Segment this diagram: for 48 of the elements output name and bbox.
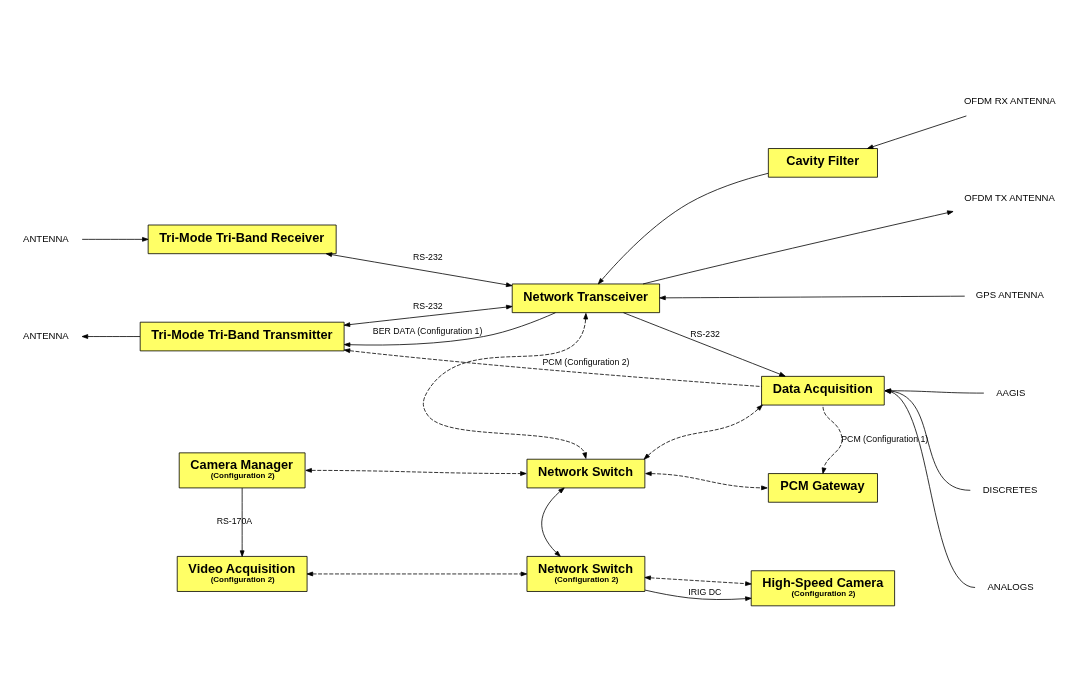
arrow xyxy=(642,209,954,284)
node-text: ANALOGS xyxy=(987,580,1034,592)
arrow xyxy=(821,404,843,474)
arrow xyxy=(306,571,528,576)
edge-label: PCM (Configuration 1) xyxy=(841,433,929,444)
edge-label: RS-170A xyxy=(216,515,253,526)
node-text: OFDM TX ANTENNA xyxy=(964,191,1055,203)
arrow xyxy=(343,347,762,387)
node-box: Network Switch xyxy=(526,458,646,488)
node-box: Cavity Filter xyxy=(767,147,878,178)
arrow xyxy=(645,470,768,490)
arrow xyxy=(81,333,141,339)
arrow xyxy=(867,115,967,149)
arrow xyxy=(623,311,786,377)
arrow xyxy=(541,487,565,557)
node-text: OFDM RX ANTENNA xyxy=(963,94,1056,106)
edge-label: BER DATA (Configuration 1) xyxy=(372,325,483,336)
arrow xyxy=(343,311,556,347)
edge-label: PCM (Configuration 2) xyxy=(542,356,630,367)
node-text: ANTENNA xyxy=(23,232,69,244)
node-text: ANTENNA xyxy=(23,329,69,341)
edge-label: IRIG DC xyxy=(688,586,722,597)
edge-label: RS-232 xyxy=(413,251,443,262)
arrow xyxy=(597,172,769,284)
arrow xyxy=(659,295,966,300)
node-box: PCM Gateway xyxy=(767,472,878,503)
edge-label: RS-232 xyxy=(690,328,720,339)
arrow xyxy=(325,251,513,287)
node-text: AAGIS xyxy=(996,386,1026,398)
arrow xyxy=(643,404,763,460)
node-box: Data Acquisition xyxy=(761,375,885,405)
arrow xyxy=(239,487,245,557)
node-text: DISCRETES xyxy=(982,483,1038,495)
node-box: Camera Manager (Configuration 2) xyxy=(178,451,306,488)
arrow xyxy=(305,467,527,476)
arrow xyxy=(81,236,149,242)
arrow xyxy=(644,589,752,601)
node-text: GPS ANTENNA xyxy=(975,288,1044,300)
arrow xyxy=(644,575,752,586)
node-box: Tri-Mode Tri-Band Receiver xyxy=(147,224,337,254)
node-box: Network Switch (Configuration 2) xyxy=(526,555,646,592)
node-box: High-Speed Camera (Configuration 2) xyxy=(750,569,895,606)
edge-label: RS-232 xyxy=(413,300,443,310)
arrow xyxy=(343,304,513,327)
node-box: Network Transceiver xyxy=(511,283,660,313)
node-box: Tri-Mode Tri-Band Transmitter xyxy=(139,321,345,351)
arrow xyxy=(422,312,589,459)
node-box: Video Acquisition (Configuration 2) xyxy=(176,555,308,592)
